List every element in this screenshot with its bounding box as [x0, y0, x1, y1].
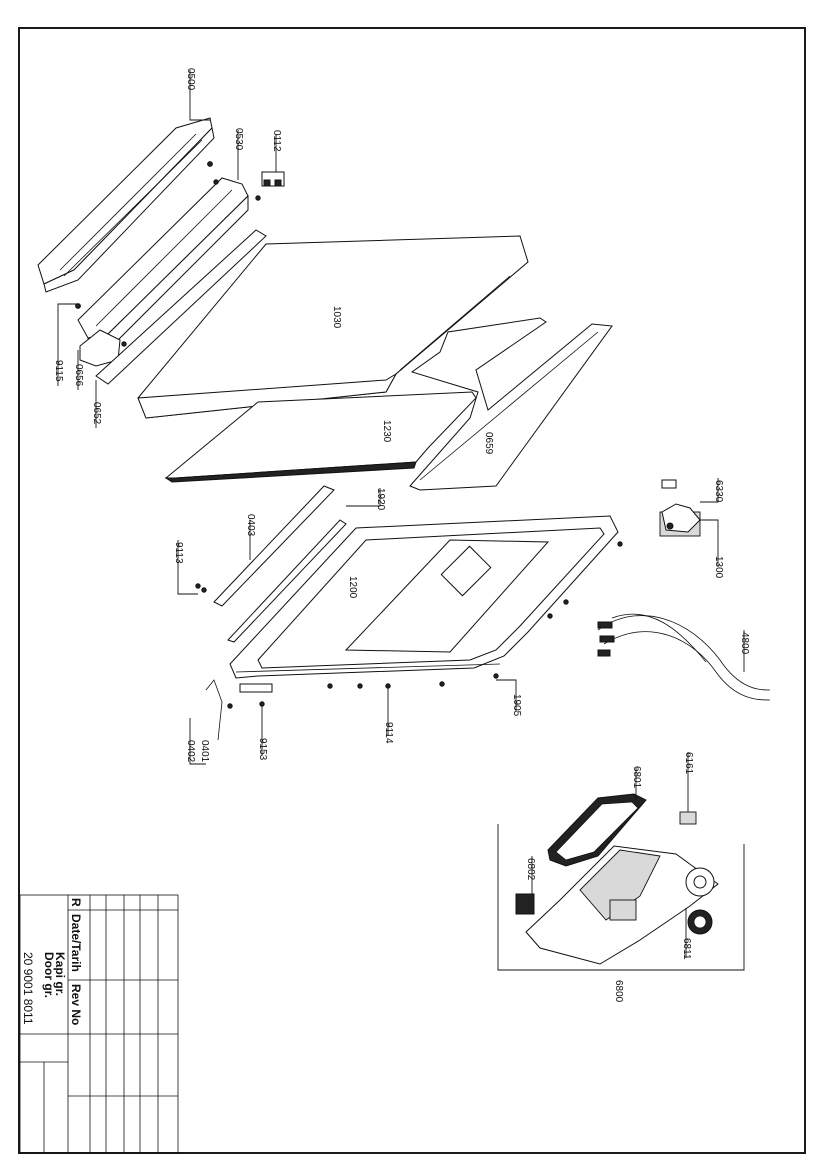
part-0500-cover [37, 117, 215, 293]
part-0652-strip [95, 229, 267, 385]
label-0652: 0652 [91, 402, 102, 425]
label-9115: 9115 [53, 360, 64, 382]
label-1200: 1200 [347, 576, 358, 599]
label-0659: 0659 [483, 432, 494, 455]
part-number-labels: 0500 0530 0112 1030 9115 0656 0652 1230 … [53, 68, 750, 1003]
label-0530: 0530 [233, 128, 244, 151]
module-bracket-6800 [497, 824, 745, 971]
title-block-r-header: R [69, 898, 83, 907]
label-1230: 1230 [381, 420, 392, 443]
label-6811: 6811 [681, 938, 692, 960]
part-1300-latch [659, 503, 701, 537]
part-0401-0402-hinges [205, 679, 273, 741]
part-1920-strip [227, 519, 347, 643]
part-6800-control-module [525, 845, 719, 965]
leader-lines [57, 70, 745, 958]
label-0402: 0402 [185, 740, 196, 763]
part-6801-gasket [547, 793, 647, 867]
part-0659-inner-panel [409, 317, 613, 491]
part-0112-clip [261, 171, 285, 187]
part-6811-ring [687, 909, 713, 935]
label-0656: 0656 [73, 364, 84, 387]
label-1905: 1905 [511, 694, 522, 717]
label-6330: 6330 [713, 480, 724, 503]
label-1300: 1300 [713, 556, 724, 579]
title-block-rev-header: Rev No [69, 984, 83, 1025]
label-1920: 1920 [375, 488, 386, 511]
part-6161-clip [679, 811, 697, 825]
part-6802-switch [515, 893, 535, 915]
label-9153: 9153 [257, 738, 268, 761]
part-1230-insulation [164, 391, 477, 483]
title-block: R Date/Tarih Rev No Kapi gr. Door gr. 20… [19, 894, 179, 1154]
label-0403: 0403 [245, 514, 256, 537]
label-9114: 9114 [383, 722, 394, 744]
label-1030: 1030 [331, 306, 342, 329]
title-block-title-tr: Kapi gr. [53, 952, 67, 996]
label-6801: 6801 [631, 766, 642, 789]
drawing-frame [18, 27, 806, 1154]
label-0401: 0401 [199, 740, 210, 763]
part-0403-strip [213, 485, 335, 607]
screw-icons-top [75, 161, 261, 347]
part-4800-harness [597, 613, 771, 701]
label-6802: 6802 [525, 858, 536, 881]
label-6161: 6161 [683, 752, 694, 775]
title-block-title-en: Door gr. [42, 952, 56, 998]
label-4800: 4800 [739, 632, 750, 655]
label-0500: 0500 [185, 68, 196, 91]
label-6800: 6800 [613, 980, 624, 1003]
label-0112: 0112 [271, 130, 282, 152]
title-block-drawing-number: 20 9001 8011 [21, 952, 35, 1025]
part-6330-latch-pin [661, 479, 677, 489]
title-block-date-header: Date/Tarih [69, 914, 83, 972]
part-1200-inner-liner [229, 515, 619, 679]
part-1030-outer-panel [137, 235, 529, 419]
label-9113: 9113 [173, 542, 184, 564]
